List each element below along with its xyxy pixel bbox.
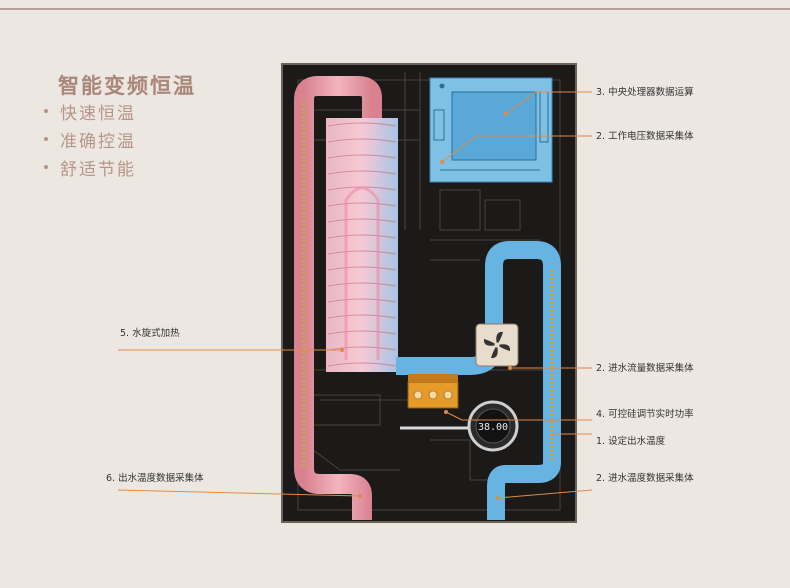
- heating-coils: [327, 122, 397, 367]
- feature-item: 快速恒温: [44, 97, 136, 125]
- bullet-dot: [44, 165, 48, 169]
- display-reading: 38.00: [478, 422, 508, 433]
- label-heating: 5. 水旋式加热: [120, 327, 180, 339]
- top-divider: [0, 8, 790, 10]
- scr-terminals: [408, 374, 458, 382]
- scr-screws: [413, 390, 453, 400]
- bullet-dot: [44, 137, 48, 141]
- feature-item: 准确控温: [44, 125, 136, 153]
- feature-label: 准确控温: [60, 131, 136, 152]
- feature-list: 快速恒温 准确控温 舒适节能: [44, 97, 136, 181]
- label-inlet-temp: 2. 进水温度数据采集体: [596, 472, 694, 484]
- label-voltage: 2. 工作电压数据采集体: [596, 130, 694, 142]
- bullet-dot: [44, 109, 48, 113]
- label-flow: 2. 进水流量数据采集体: [596, 362, 694, 374]
- feature-label: 快速恒温: [60, 103, 136, 124]
- label-outlet-temp: 6. 出水温度数据采集体: [106, 472, 204, 484]
- processor-chip: [451, 91, 537, 161]
- fan-icon: [483, 331, 511, 359]
- heating-element: [344, 186, 380, 360]
- label-cpu: 3. 中央处理器数据运算: [596, 86, 694, 98]
- label-set-temp: 1. 设定出水温度: [596, 435, 666, 447]
- heating-column: [326, 118, 398, 372]
- label-scr: 4. 可控硅调节实时功率: [596, 408, 694, 420]
- callout-lines: [117, 91, 593, 499]
- headline: 智能变频恒温: [58, 74, 196, 98]
- callout-dots: [340, 112, 512, 500]
- feature-item: 舒适节能: [44, 153, 136, 181]
- feature-label: 舒适节能: [60, 159, 136, 180]
